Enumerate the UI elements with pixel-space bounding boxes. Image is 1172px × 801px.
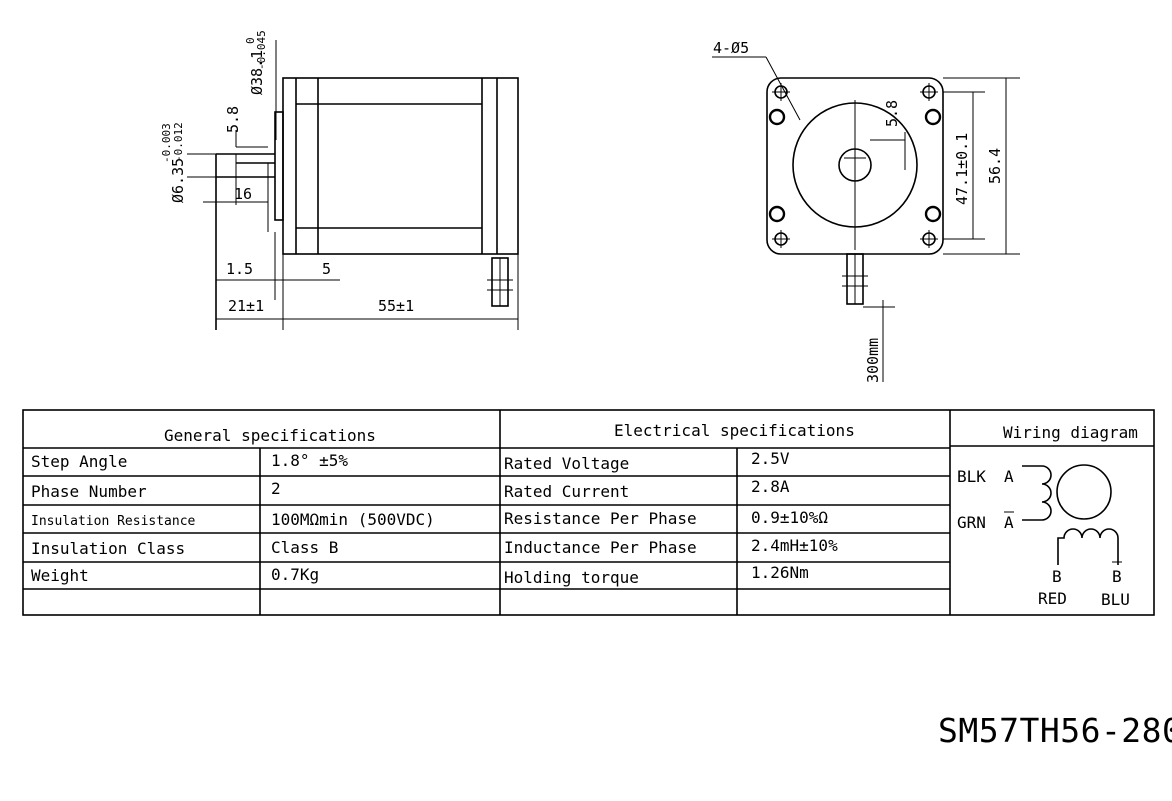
electrical-value-rated-voltage: 2.5V <box>751 449 790 468</box>
general-value-phase-number: 2 <box>271 479 281 498</box>
flange-size-label: 56.4 <box>986 148 1004 184</box>
screw <box>768 108 786 126</box>
model-number: SM57TH56-2804 <box>938 711 1172 750</box>
screw <box>768 205 786 223</box>
coil-a <box>1022 465 1052 521</box>
electrical-label-rated-voltage: Rated Voltage <box>504 454 629 473</box>
general-label-weight: Weight <box>31 566 89 585</box>
electrical-label-inductance: Inductance Per Phase <box>504 538 697 557</box>
electrical-header: Electrical specifications <box>614 421 855 440</box>
general-header: General specifications <box>164 426 376 445</box>
electrical-value-holding-torque: 1.26Nm <box>751 563 809 582</box>
front-view: 4-Ø5 5.8 47.1±0.1 56.4 300mm <box>712 39 1020 383</box>
general-label-step-angle: Step Angle <box>31 452 127 471</box>
electrical-label-holding-torque: Holding torque <box>504 568 639 587</box>
general-label-insulation-resistance: Insulation Resistance <box>31 514 196 529</box>
hole-spacing-label: 47.1±0.1 <box>953 133 971 205</box>
flat-depth-front-label: 5.8 <box>883 100 901 127</box>
wire-red-label: RED <box>1038 589 1067 608</box>
spec-table: General specifications Electrical specif… <box>22 409 1155 616</box>
boss-outline <box>274 111 284 221</box>
boss-tol-lower: -0.045 <box>255 30 268 70</box>
general-value-insulation-class: Class B <box>271 538 338 557</box>
general-label-insulation-class: Insulation Class <box>31 539 185 558</box>
wire-blu-label: BLU <box>1101 590 1130 609</box>
boss-dia-label: Ø38.1 <box>248 50 266 95</box>
general-value-step-angle: 1.8° ±5% <box>271 451 348 470</box>
flat-length-label: 16 <box>234 185 252 203</box>
electrical-value-rated-current: 2.8A <box>751 477 790 496</box>
rotor-circle <box>1056 464 1112 520</box>
shaft-tol-upper: -0.003 <box>160 123 173 163</box>
holes-label: 4-Ø5 <box>713 39 749 57</box>
phase-a-bar-label: A <box>1004 513 1014 532</box>
table-outline <box>22 409 1155 616</box>
side-view: Ø38.1 0 -0.045 5.8 Ø6.35 -0.003 -0.012 1… <box>160 30 519 330</box>
flat-width-label: 5.8 <box>224 106 242 133</box>
boss-tol-upper: 0 <box>244 37 257 44</box>
screw <box>924 205 942 223</box>
electrical-label-rated-current: Rated Current <box>504 482 629 501</box>
phase-b-bar-label: B <box>1112 567 1122 586</box>
electrical-label-resistance: Resistance Per Phase <box>504 509 697 528</box>
phase-b-label: B <box>1052 567 1062 586</box>
shaft-dia-label: Ø6.35 <box>169 158 187 203</box>
flange-thickness-label: 1.5 <box>226 260 253 278</box>
wiring-diagram: BLK GRN A A B B RED BLU <box>957 464 1130 609</box>
shaft-length-label: 21±1 <box>228 297 264 315</box>
general-label-phase-number: Phase Number <box>31 482 147 501</box>
wire-blk-label: BLK <box>957 467 986 486</box>
shaft-tol-lower: -0.012 <box>172 122 185 162</box>
electrical-value-inductance: 2.4mH±10% <box>751 536 838 555</box>
wiring-header: Wiring diagram <box>1003 423 1138 442</box>
electrical-value-resistance: 0.9±10%Ω <box>751 508 828 527</box>
general-value-weight: 0.7Kg <box>271 565 319 584</box>
phase-a-label: A <box>1004 467 1014 486</box>
wire-grn-label: GRN <box>957 513 986 532</box>
lead-length-label: 300mm <box>864 338 882 383</box>
coil-b <box>1057 528 1119 565</box>
body-length-label: 55±1 <box>378 297 414 315</box>
general-value-insulation-resistance: 100MΩmin (500VDC) <box>271 510 435 529</box>
screw <box>924 108 942 126</box>
boss-height-label: 5 <box>322 260 331 278</box>
